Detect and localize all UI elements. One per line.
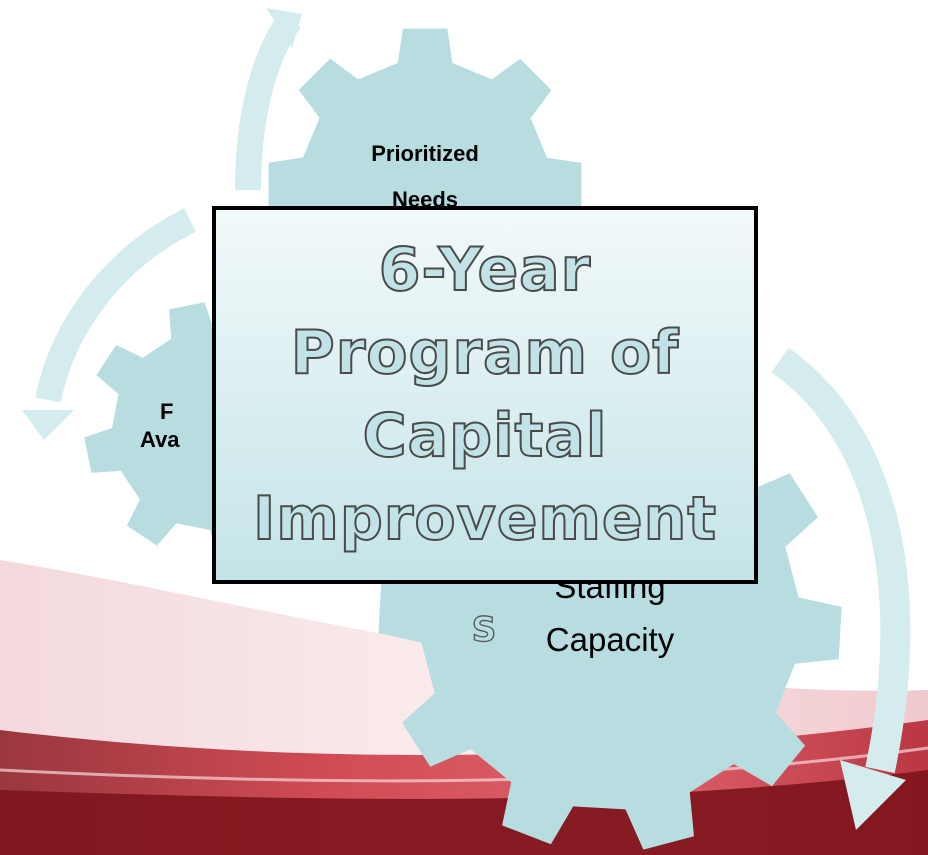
cycle-arrow-top (235, 8, 302, 191)
cycle-arrow-right (771, 347, 911, 830)
funds-label: F (160, 399, 174, 424)
title-line-1: 6-Year (378, 234, 592, 306)
overlay-letter-s: S (471, 609, 497, 650)
title-line-3: Capital (362, 400, 608, 472)
available-label: Ava (140, 427, 180, 452)
prioritized-label: Prioritized (371, 141, 479, 166)
title-line-2: Program of (290, 317, 680, 389)
cycle-arrow-left (22, 208, 196, 440)
title-line-4: Improvement (252, 483, 718, 555)
capacity-label: Capacity (545, 621, 675, 658)
center-title-box: 6-Year Program of Capital Improvement (212, 206, 758, 584)
